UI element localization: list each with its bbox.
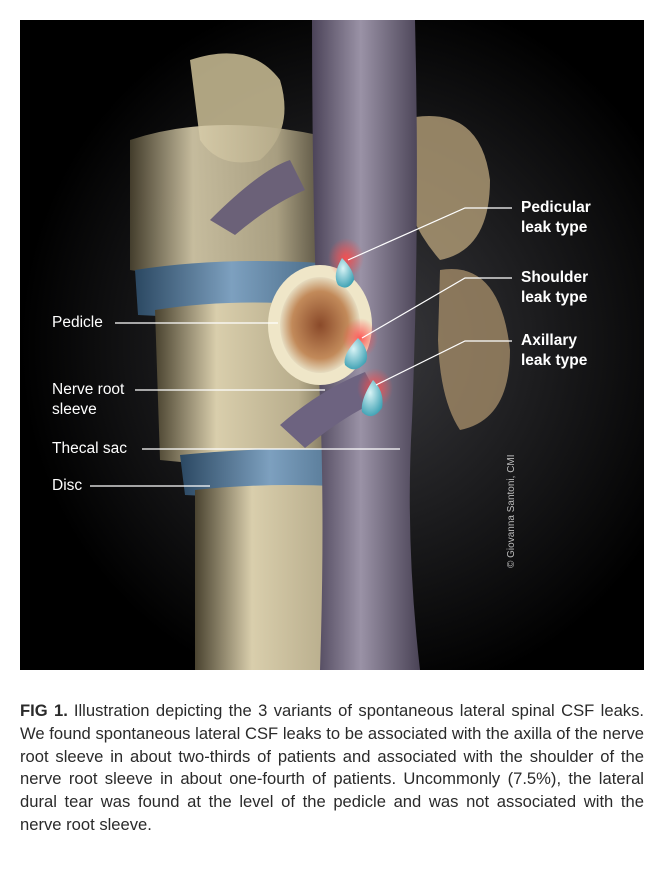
shoulder-leak-label: Shoulder leak type — [521, 269, 589, 306]
caption-text: Illustration depicting the 3 variants of… — [20, 701, 645, 834]
spine-drawing — [20, 20, 644, 670]
anatomy-illustration: Pedicular leak type Shoulder leak type A… — [20, 20, 644, 670]
illustrator-credit: © Giovanna Santoni, CMI — [506, 454, 517, 568]
pedicular-leak-label: Pedicular leak type — [521, 199, 591, 236]
thecal-sac-label: Thecal sac — [52, 440, 127, 457]
caption-label: FIG 1. — [20, 701, 68, 720]
pedicle-label: Pedicle — [52, 314, 103, 331]
figure-caption: FIG 1.Illustration depicting the 3 varia… — [20, 700, 644, 837]
nerve-root-sleeve-label: Nerve root sleeve — [52, 381, 125, 418]
axillary-leak-label: Axillary leak type — [521, 332, 588, 369]
disc-label: Disc — [52, 477, 83, 494]
